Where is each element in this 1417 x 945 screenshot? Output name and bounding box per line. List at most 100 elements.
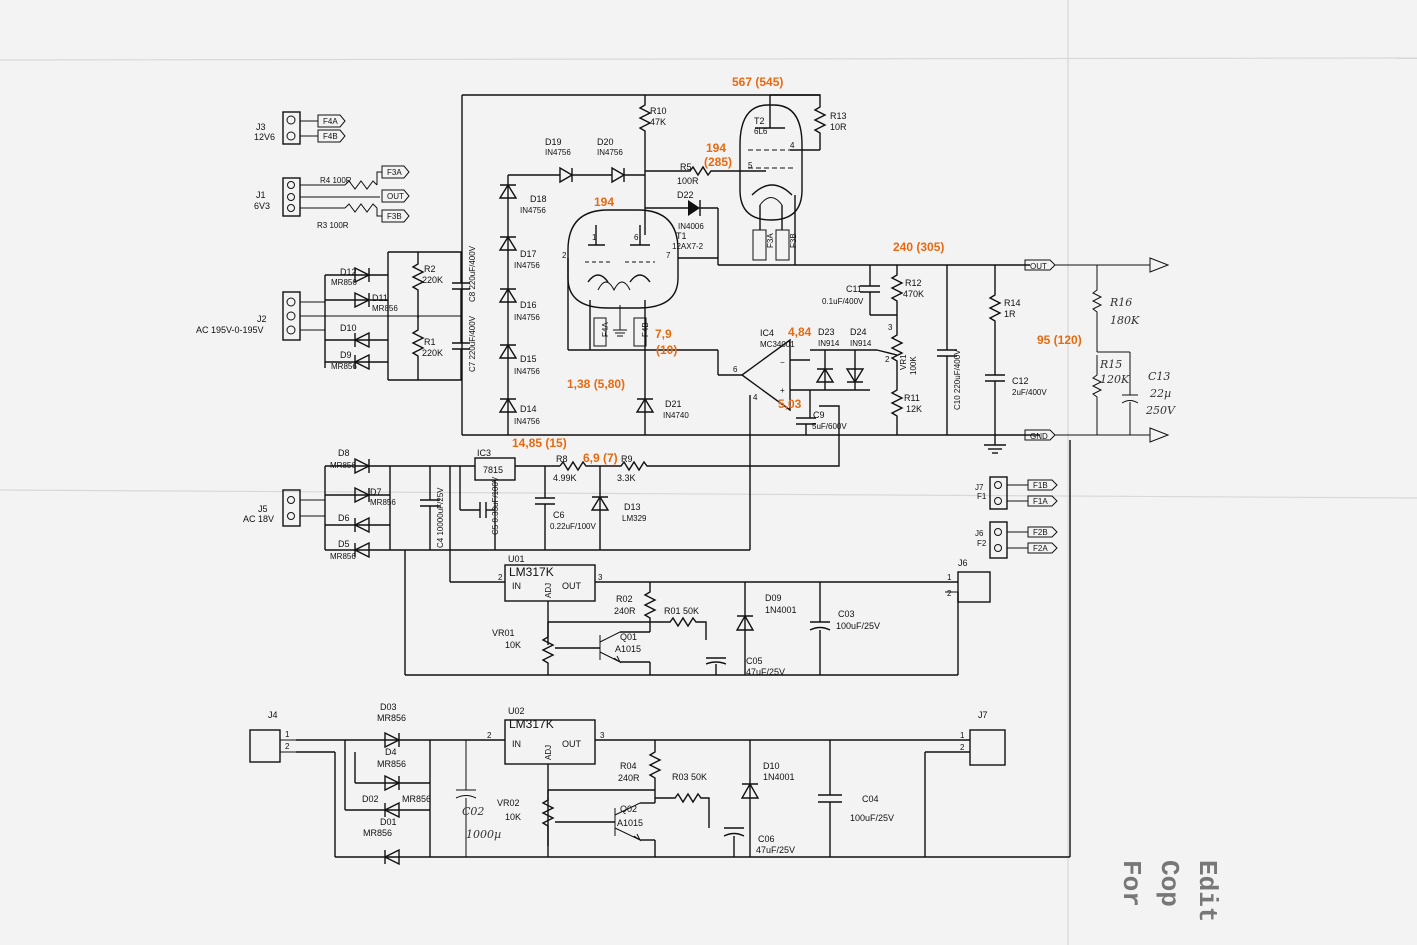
d8-value: MR856 [330, 461, 356, 470]
j7-f1-label: J7 [975, 483, 984, 492]
r15-handwritten: R15 [1099, 358, 1122, 371]
r16-handwritten: R16 [1109, 296, 1132, 309]
d16-value: IN4756 [514, 313, 540, 322]
d21-value: IN4740 [663, 411, 689, 420]
c12-label: C12 [1012, 376, 1029, 386]
connector-j6-f2 [989, 521, 1058, 559]
j6-label: J6 [958, 558, 968, 568]
d03-value: MR856 [377, 713, 406, 723]
d03-label: D03 [380, 702, 397, 712]
r12-label: R12 [905, 278, 922, 288]
c6-label: C6 [553, 510, 565, 520]
j6-f2-label: J6 [975, 529, 984, 538]
d01-label: D01 [380, 817, 397, 827]
j5-label: J5 [258, 504, 268, 514]
r03-label: R03 50K [672, 772, 707, 782]
r13-resistor [770, 94, 827, 150]
r4-label: R4 100R [320, 176, 352, 185]
t1-pin1: 1 [592, 233, 597, 242]
d23-label: D23 [818, 327, 835, 337]
q01-label: Q01 [620, 632, 637, 642]
c02-handwritten: C02 [462, 805, 484, 818]
d7-label: D7 [370, 487, 382, 497]
c13-handwritten: C13 [1148, 370, 1170, 383]
d18-label: D18 [530, 194, 547, 204]
c05-value: 47uF/25V [746, 667, 785, 677]
d14-value: IN4756 [514, 417, 540, 426]
c04-value: 100uF/25V [850, 813, 894, 823]
f3b-tube-flag: F3B [789, 233, 798, 248]
r11-value: 12K [906, 404, 922, 414]
c8-label: C8 220uF/400V [468, 245, 477, 302]
zener-stack [498, 166, 645, 435]
j3-label: J3 [256, 122, 266, 132]
d02-value: MR856 [402, 794, 431, 804]
voltage-opamp-out: 1,38 (5,80) [567, 377, 625, 391]
u01-adj: ADJ [544, 583, 553, 598]
voltage-output: 240 (305) [893, 240, 944, 254]
j6-pin1: 1 [947, 573, 952, 582]
c4-capacitor [420, 466, 440, 550]
ic4-pin4: 4 [753, 393, 758, 402]
c12-capacitor [984, 374, 1006, 454]
c11-value: 0.1uF/400V [822, 297, 864, 306]
d10-label: D10 [340, 323, 357, 333]
d01-value: MR856 [363, 828, 392, 838]
gnd-flag: GND [1030, 432, 1048, 441]
voltage-cathode-alt: (10) [656, 343, 677, 357]
ic3-value: 7815 [483, 465, 503, 475]
u02-in: IN [512, 739, 521, 749]
u02-label: U02 [508, 706, 525, 716]
edition-stamp: Edit Cop For [1116, 860, 1222, 922]
out-flag-heater: OUT [387, 192, 404, 201]
t1-pin7: 7 [666, 251, 671, 260]
ic3-label: IC3 [477, 448, 491, 458]
voltage-t1-plate: 194 [594, 195, 614, 209]
f1-label: F1 [977, 492, 987, 501]
d20-label: D20 [597, 137, 614, 147]
d09-value: 1N4001 [765, 605, 797, 615]
d22-label: D22 [677, 190, 694, 200]
r12-value: 470K [903, 289, 924, 299]
t1-label: T1 [676, 231, 687, 241]
vr02-value: 10K [505, 812, 521, 822]
ic4-label: IC4 [760, 328, 774, 338]
u01-in: IN [512, 581, 521, 591]
u01-label: U01 [508, 554, 525, 564]
d21-zener [635, 350, 655, 435]
j6-pin2: 2 [947, 589, 952, 598]
out-flag: OUT [1030, 262, 1047, 271]
d09-label: D09 [765, 593, 782, 603]
c6-value: 0.22uF/100V [550, 522, 596, 531]
c10-label: C10 220uF/400V [953, 349, 962, 410]
d12-value: MR856 [331, 278, 357, 287]
d22-value: IN4006 [678, 222, 704, 231]
connector-j7-f1 [989, 476, 1058, 510]
r10-label: R10 [650, 106, 667, 116]
d13-reference [590, 466, 610, 550]
f1b-flag: F1B [1033, 481, 1048, 490]
voltage-t2-grid: 194 [706, 141, 726, 155]
r02-label: R02 [616, 594, 633, 604]
r12-resistor [890, 265, 904, 315]
c4-label: C4 10000uF/25V [436, 487, 445, 548]
t1-value: 12AX7-2 [672, 242, 704, 251]
d11-value: MR856 [372, 304, 398, 313]
r04-label: R04 [620, 761, 637, 771]
d11-label: D11 [372, 293, 388, 303]
t2-tube [739, 95, 820, 265]
d15-value: IN4756 [514, 367, 540, 376]
r8-value: 4.99K [553, 473, 577, 483]
r1-value: 220K [422, 348, 443, 358]
r1-label: R1 [424, 337, 436, 347]
d22-diode [645, 200, 719, 265]
voltage-reference: 6,9 (7) [583, 451, 618, 465]
r16-value-handwritten: 180K [1110, 314, 1140, 327]
heater-connector-j1 [282, 165, 410, 223]
c9-capacitor [796, 417, 816, 435]
r9-label: R9 [621, 454, 633, 464]
c12-value: 2uF/400V [1012, 388, 1047, 397]
d24-value: IN914 [850, 339, 872, 348]
opamp-plus: + [780, 386, 785, 395]
